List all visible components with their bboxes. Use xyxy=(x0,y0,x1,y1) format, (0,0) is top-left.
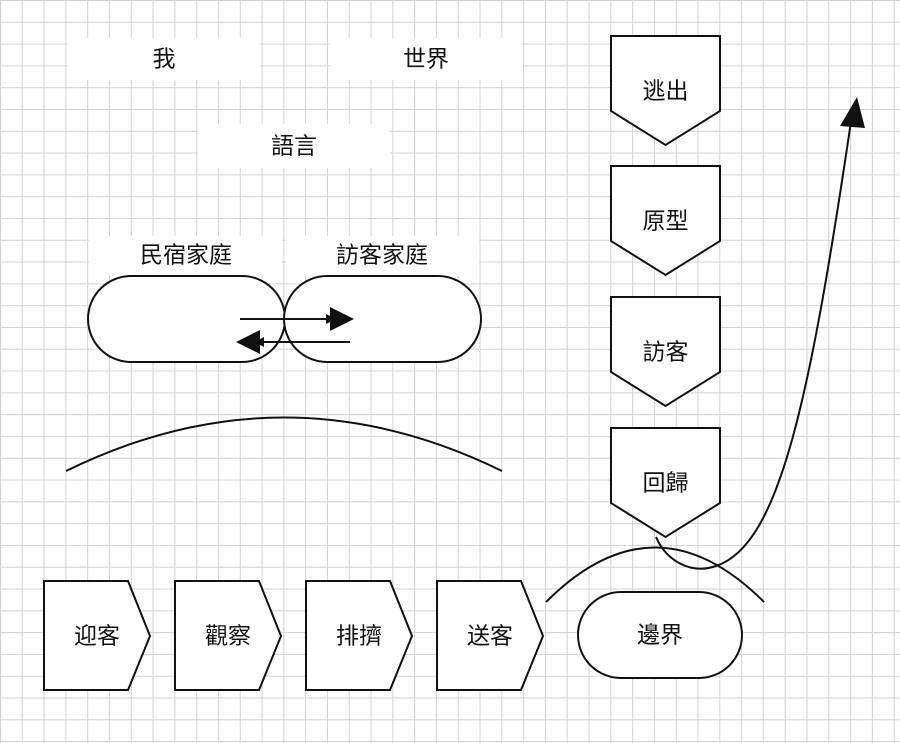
boundary-node: 邊界 xyxy=(577,591,743,679)
escape-arrow xyxy=(655,107,854,570)
label-visitor-family: 訪客家庭 xyxy=(286,236,479,276)
arrow-visitor-to-host-head xyxy=(236,330,260,354)
vertical-step-2-label: 原型 xyxy=(643,209,689,235)
label-self: 我 xyxy=(68,38,260,80)
horizontal-step-4: 送客 xyxy=(436,580,545,691)
arrow-host-to-visitor-head xyxy=(330,307,354,331)
horizontal-step-2: 觀察 xyxy=(174,580,283,691)
horizontal-step-4-label: 送客 xyxy=(467,624,513,650)
horizontal-step-3-label: 排擠 xyxy=(336,624,382,650)
vertical-step-1-label: 逃出 xyxy=(643,79,689,105)
label-world-text: 世界 xyxy=(403,47,449,73)
vertical-step-3: 訪客 xyxy=(610,296,721,408)
escape-arrow-head xyxy=(840,97,865,128)
boundary-label: 邊界 xyxy=(637,623,683,649)
label-host-family-text: 民宿家庭 xyxy=(140,243,232,269)
vertical-step-4: 回歸 xyxy=(610,427,721,539)
large-arc xyxy=(65,416,503,472)
vertical-step-4-label: 回歸 xyxy=(643,471,689,497)
horizontal-step-2-label: 觀察 xyxy=(205,624,251,650)
horizontal-step-3: 排擠 xyxy=(305,580,414,691)
vertical-step-1: 逃出 xyxy=(610,35,721,147)
label-self-text: 我 xyxy=(153,47,176,73)
boundary-arc xyxy=(545,546,765,603)
label-language-text: 語言 xyxy=(271,134,317,160)
label-world: 世界 xyxy=(330,38,522,80)
label-visitor-family-text: 訪客家庭 xyxy=(336,243,428,269)
label-language: 語言 xyxy=(198,124,390,168)
vertical-step-3-label: 訪客 xyxy=(643,340,689,366)
vertical-step-2: 原型 xyxy=(610,165,721,277)
label-host-family: 民宿家庭 xyxy=(89,236,282,276)
horizontal-step-1-label: 迎客 xyxy=(74,624,120,650)
horizontal-step-1: 迎客 xyxy=(43,580,152,691)
